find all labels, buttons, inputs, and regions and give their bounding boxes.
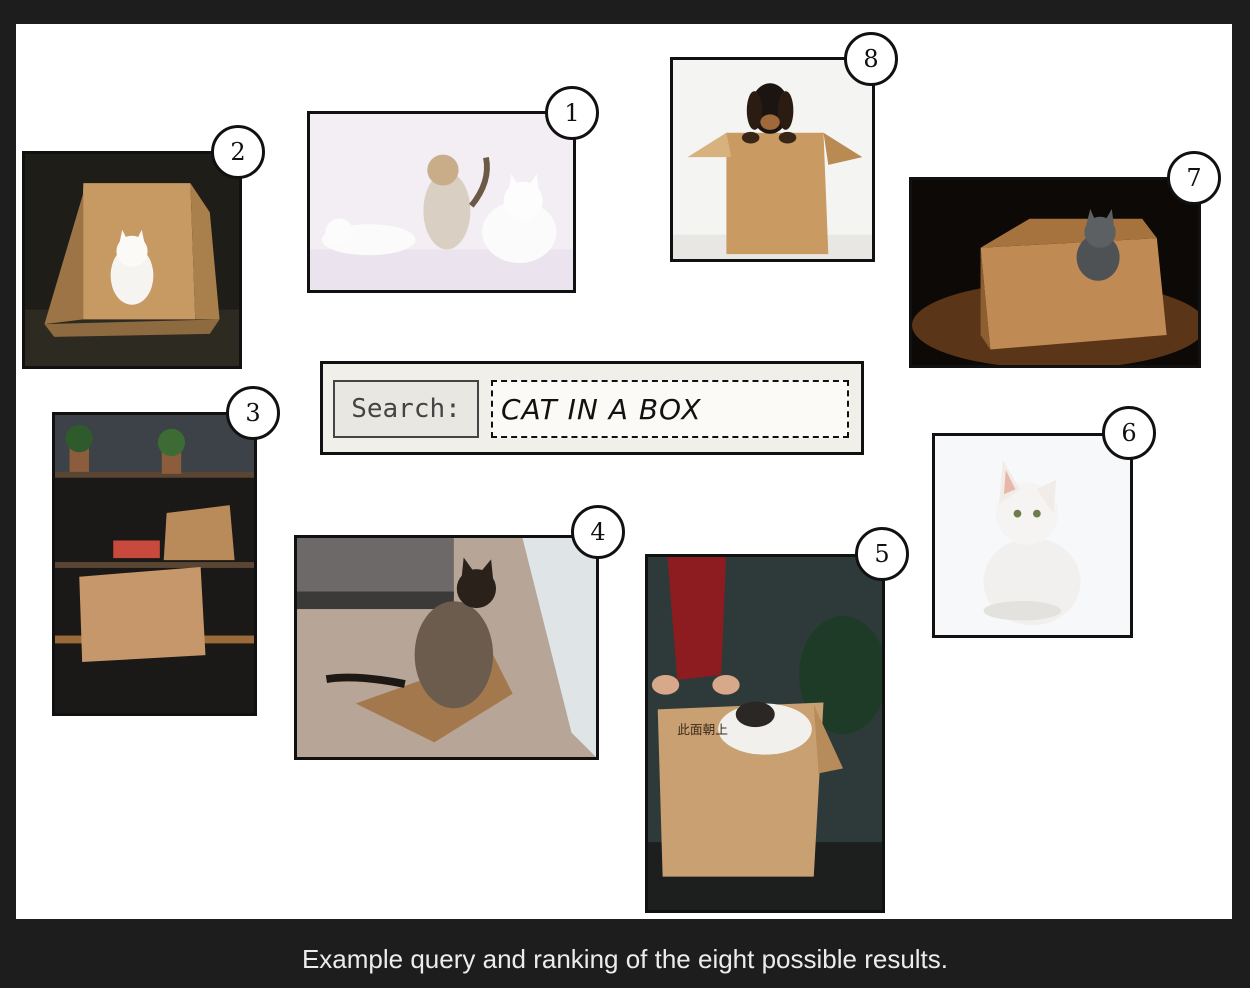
white-kitten-in-box-photo-icon <box>25 154 239 366</box>
result-photo-3[interactable] <box>52 412 257 716</box>
result-photo-2[interactable] <box>22 151 242 369</box>
result-photo-7[interactable] <box>909 177 1201 368</box>
white-cat-photo-icon <box>935 436 1130 635</box>
result-photo-6[interactable] <box>932 433 1133 638</box>
svg-text:此面朝上: 此面朝上 <box>677 722 728 737</box>
dog-in-box-photo-icon <box>673 60 872 259</box>
gray-kitten-in-box-photo-icon <box>912 180 1198 365</box>
rank-badge-2: 2 <box>211 125 265 179</box>
search-box: Search: CAT IN A BOX <box>320 361 864 455</box>
rank-badge-4: 4 <box>571 505 625 559</box>
result-photo-8[interactable] <box>670 57 875 262</box>
figure-caption: Example query and ranking of the eight p… <box>301 944 949 974</box>
three-cats-photo-icon <box>310 114 573 290</box>
rank-badge-5: 5 <box>855 527 909 581</box>
search-input[interactable]: CAT IN A BOX <box>491 380 849 438</box>
rank-badge-6: 6 <box>1102 406 1156 460</box>
rank-badge-8: 8 <box>844 32 898 86</box>
result-photo-4[interactable] <box>294 535 599 760</box>
rank-badge-7: 7 <box>1167 151 1221 205</box>
rank-badge-1: 1 <box>545 86 599 140</box>
cat-in-cardboard-box-photo-icon: 此面朝上 <box>648 557 882 910</box>
siamese-cat-in-box-photo-icon <box>297 538 596 757</box>
result-photo-1[interactable] <box>307 111 576 293</box>
result-photo-5[interactable]: 此面朝上 <box>645 554 885 913</box>
diagram-canvas: 2 1 <box>16 24 1232 919</box>
rank-badge-3: 3 <box>226 386 280 440</box>
search-label: Search: <box>333 380 479 438</box>
boxes-on-shelf-photo-icon <box>55 415 254 713</box>
